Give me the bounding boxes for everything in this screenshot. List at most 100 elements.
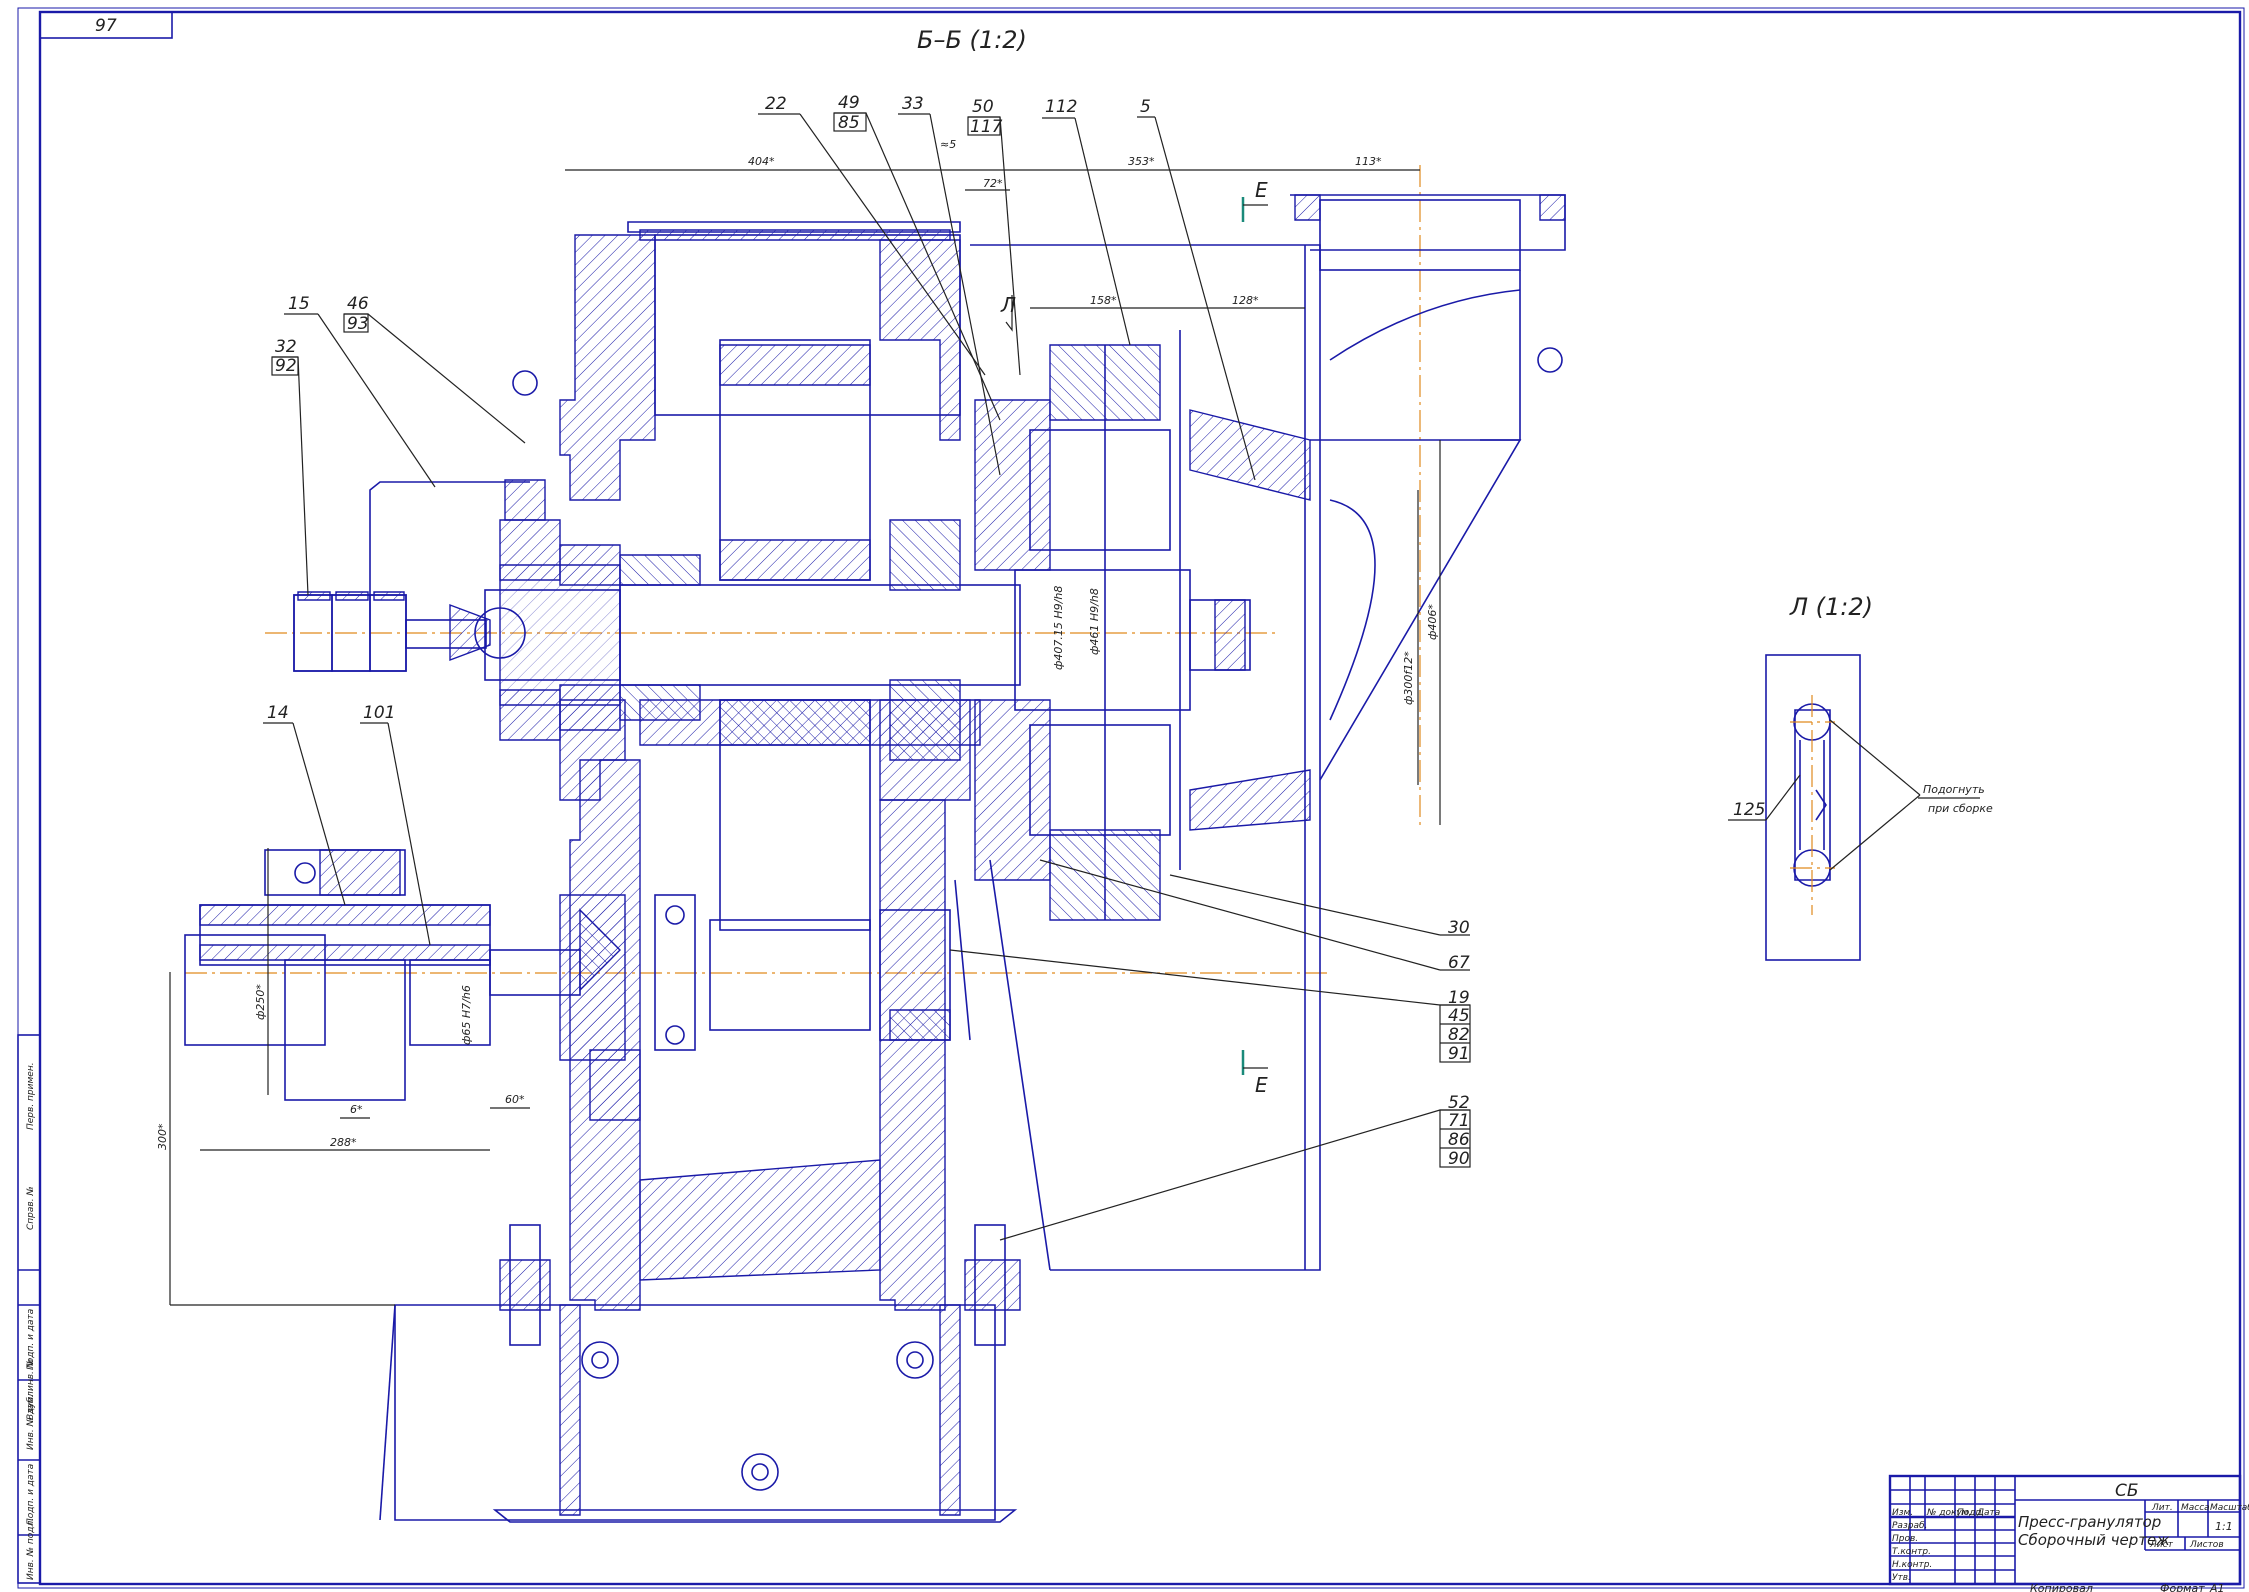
side-strip-label: Перв. примен. — [26, 1062, 36, 1130]
side-strip: Перв. примен. Справ. № Подп. и дата Инв.… — [17, 1034, 41, 1584]
dim-250: ф250* — [254, 984, 267, 1020]
title-block-row: Пров. — [1892, 1534, 1918, 1544]
side-strip-label: Инв. № подл. — [26, 1518, 36, 1580]
detail-letter: Л — [1000, 293, 1016, 317]
callout-85: 85 — [838, 113, 860, 133]
title-block-row: Подп. — [1957, 1508, 1984, 1518]
callout-5: 5 — [1140, 97, 1151, 117]
callout-32: 32 — [275, 337, 297, 357]
callout-15: 15 — [288, 294, 310, 314]
col-scale: Масштаб — [2210, 1503, 2249, 1513]
dim-404: 404* — [748, 155, 775, 168]
left-end-assembly — [293, 370, 546, 672]
side-strip-label: Справ. № — [26, 1186, 36, 1230]
side-strip-label: Подп. и дата — [26, 1309, 36, 1370]
detail-title: Л (1:2) — [1789, 593, 1873, 621]
title-block-row: Утв. — [1892, 1573, 1911, 1583]
sheet-inner-frame — [38, 10, 2242, 1586]
drawing-type: Сборочный чертеж — [2018, 1531, 2170, 1549]
callout-45: 45 — [1448, 1006, 1470, 1026]
detail-marker: Л — [1000, 293, 1016, 332]
product-name: Пресс-гранулятор — [2018, 1513, 2161, 1531]
callout-92: 92 — [275, 356, 297, 376]
col-litera: Лит. — [2151, 1503, 2173, 1513]
side-strip-label: Взам. инв. № — [26, 1359, 36, 1420]
callout-125: 125 — [1733, 800, 1765, 820]
designation: СБ — [2115, 1481, 2139, 1501]
callout-71: 71 — [1448, 1111, 1470, 1131]
copied-label: Копировал — [2030, 1582, 2093, 1592]
dim-300-vertical: 300* — [156, 1123, 169, 1150]
doc-code: 97 — [95, 16, 117, 36]
format-label: Формат — [2160, 1582, 2205, 1592]
dim-72: 72* — [983, 177, 1003, 190]
callout-91: 91 — [1448, 1044, 1470, 1064]
title-block-row: Разраб. — [1892, 1521, 1927, 1531]
doc-code-box: 97 — [39, 11, 173, 39]
detail-note-line2: при сборке — [1928, 802, 1993, 815]
callout-19: 19 — [1448, 988, 1470, 1008]
dim-158: 158* — [1090, 294, 1117, 307]
side-strip-label: Инв. № дубл. — [26, 1388, 36, 1450]
dim-6: 6* — [350, 1103, 363, 1116]
callout-33: 33 — [902, 94, 924, 114]
dim-300: ф300f12* — [1402, 651, 1415, 705]
callout-top-offset: ≈5 — [940, 138, 956, 151]
callout-30: 30 — [1448, 918, 1470, 938]
dim-113: 113* — [1355, 155, 1382, 168]
col-mass: Масса — [2181, 1503, 2210, 1513]
right-callouts: 30 67 19 45 82 91 52 71 86 90 — [949, 859, 1471, 1241]
left-callouts: 15 46 93 32 92 14 101 — [263, 294, 526, 946]
title-block-row: Н.контр. — [1892, 1560, 1932, 1570]
callout-50: 50 — [972, 97, 994, 117]
callout-22: 22 — [765, 94, 787, 114]
title-block-row: № докум. — [1926, 1508, 1971, 1518]
dim-128: 128* — [1232, 294, 1259, 307]
callout-67: 67 — [1448, 953, 1470, 973]
callout-117: 117 — [970, 117, 1003, 137]
dim-288: 288* — [330, 1136, 357, 1149]
detail-view: Л (1:2) 125 Подогнуть при сборке — [1728, 593, 1993, 961]
callout-52: 52 — [1448, 1093, 1470, 1113]
title-block: Изм. № докум. Подп. Дата Разраб. Пров. Т… — [1888, 1474, 2249, 1586]
sheet-label: Лист — [2149, 1540, 2174, 1550]
die-roll-assembly — [974, 330, 1311, 921]
title-block-row: Т.контр. — [1892, 1547, 1931, 1557]
base-frame — [379, 1224, 1021, 1523]
callout-90: 90 — [1448, 1149, 1470, 1169]
dimension-lines: 404* 353* 113* 72* 158* 128* ф406* ф300f… — [156, 155, 1441, 1306]
side-strip-label: Подп. и дата — [26, 1464, 36, 1525]
scale-value: 1:1 — [2215, 1520, 2233, 1533]
gearbox-housing — [559, 221, 981, 1311]
dim-461: ф461 H9/h8 — [1088, 588, 1101, 655]
dim-65: ф65 H7/h6 — [460, 985, 473, 1045]
title-block-row: Изм. — [1892, 1508, 1913, 1518]
callout-49: 49 — [838, 93, 860, 113]
hopper — [970, 194, 1566, 1271]
callout-86: 86 — [1448, 1130, 1470, 1150]
dim-353: 353* — [1128, 155, 1155, 168]
detail-note-line1: Подогнуть — [1923, 783, 1985, 796]
sheet-outer-border — [17, 7, 2245, 1589]
dim-60: 60* — [505, 1093, 525, 1106]
callout-14: 14 — [267, 703, 289, 723]
callout-101: 101 — [363, 703, 395, 723]
section-marker-bottom: Е — [1241, 1050, 1268, 1097]
section-letter-top: Е — [1255, 178, 1268, 202]
callout-46: 46 — [347, 294, 369, 314]
format-value: А1 — [2209, 1582, 2225, 1592]
section-title: Б–Б (1:2) — [917, 26, 1027, 54]
callout-93: 93 — [347, 314, 369, 334]
callout-112: 112 — [1045, 97, 1077, 117]
section-letter-bottom: Е — [1255, 1073, 1268, 1097]
title-block-row: Дата — [1976, 1508, 2000, 1518]
dim-406: ф406* — [1426, 604, 1439, 640]
section-marker-top: Е — [1241, 178, 1268, 222]
main-shaft — [474, 519, 1021, 761]
top-callouts: 22 49 85 33 ≈5 50 117 112 5 — [758, 93, 1256, 481]
lower-shaft — [184, 849, 971, 1101]
callout-82: 82 — [1448, 1025, 1470, 1045]
sheets-label: Листов — [2189, 1540, 2224, 1550]
dim-407: ф407.15 H9/h8 — [1052, 586, 1065, 670]
